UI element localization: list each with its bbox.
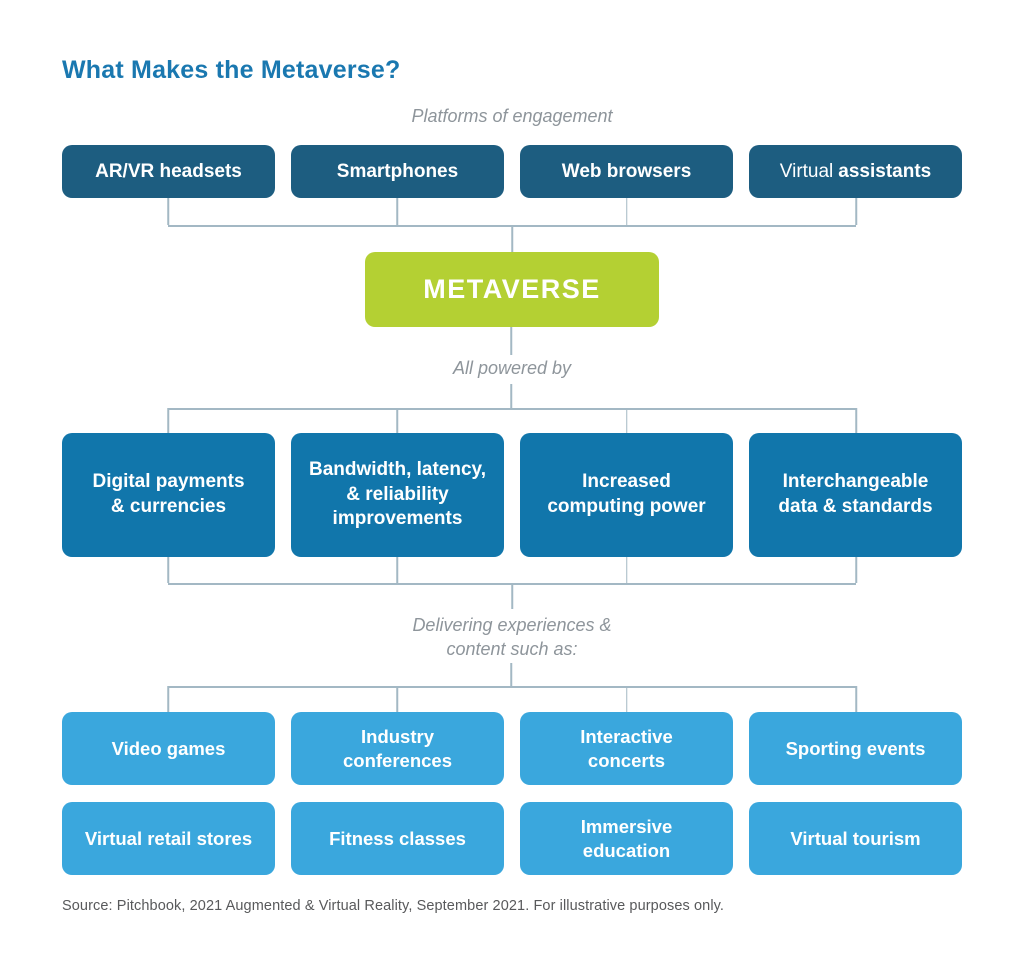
experiences-row-2: Virtual retail stores Fitness classes Im… bbox=[62, 802, 962, 875]
connector-line bbox=[167, 408, 169, 433]
platforms-of-engagement-label: Platforms of engagement bbox=[411, 106, 613, 126]
node-video-games: Video games bbox=[62, 712, 275, 785]
connector-line bbox=[855, 408, 857, 433]
connector-platforms-to-metaverse bbox=[167, 198, 857, 252]
connector-line bbox=[168, 686, 856, 688]
connector-line bbox=[625, 686, 628, 712]
connector-line bbox=[167, 557, 169, 583]
connector-line bbox=[855, 198, 857, 225]
connector-line bbox=[167, 198, 169, 225]
node-bandwidth-latency: Bandwidth, latency, & reliability improv… bbox=[291, 433, 504, 557]
platforms-row: AR/VR headsets Smartphones Web browsers … bbox=[62, 145, 962, 198]
node-digital-payments: Digital payments & currencies bbox=[62, 433, 275, 557]
node-sporting-events: Sporting events bbox=[749, 712, 962, 785]
connector-line bbox=[168, 408, 856, 410]
connector-line bbox=[396, 557, 399, 583]
node-fitness-classes: Fitness classes bbox=[291, 802, 504, 875]
connector-line bbox=[625, 408, 628, 433]
connector-line bbox=[855, 557, 857, 583]
all-powered-by-label: All powered by bbox=[452, 358, 572, 378]
node-industry-conferences: Industry conferences bbox=[291, 712, 504, 785]
connector-line bbox=[167, 686, 169, 712]
virtual-assistants-label-bold: assistants bbox=[838, 160, 932, 182]
node-smartphones: Smartphones bbox=[291, 145, 504, 198]
node-virtual-retail-stores: Virtual retail stores bbox=[62, 802, 275, 875]
node-virtual-assistants: Virtual assistants bbox=[749, 145, 962, 198]
node-metaverse: METAVERSE bbox=[365, 252, 659, 327]
node-computing-power: Increased computing power bbox=[520, 433, 733, 557]
connector-line bbox=[396, 198, 399, 225]
connector-line bbox=[511, 583, 513, 609]
connector-line bbox=[855, 686, 857, 712]
connector-to-experience-row bbox=[167, 686, 857, 712]
experiences-row-1: Video games Industry conferences Interac… bbox=[62, 712, 962, 785]
node-virtual-tourism: Virtual tourism bbox=[749, 802, 962, 875]
enablers-row: Digital payments & currencies Bandwidth,… bbox=[62, 433, 962, 557]
delivering-experiences-label: Delivering experiences & content such as… bbox=[412, 615, 612, 660]
connector-line bbox=[510, 384, 512, 408]
node-interactive-concerts: Interactive concerts bbox=[520, 712, 733, 785]
node-arvr-headsets: AR/VR headsets bbox=[62, 145, 275, 198]
node-web-browsers: Web browsers bbox=[520, 145, 733, 198]
connector-line bbox=[510, 327, 512, 355]
virtual-assistants-label-regular: Virtual bbox=[779, 160, 834, 182]
connector-line bbox=[396, 686, 399, 712]
node-immersive-education: Immersive education bbox=[520, 802, 733, 875]
connector-line bbox=[511, 225, 513, 252]
connector-metaverse-to-enablers bbox=[167, 408, 857, 433]
connector-line bbox=[625, 198, 628, 225]
connector-line bbox=[625, 557, 628, 583]
connector-line bbox=[396, 408, 399, 433]
node-interchangeable-data: Interchangeable data & standards bbox=[749, 433, 962, 557]
page-title: What Makes the Metaverse? bbox=[62, 56, 401, 84]
source-attribution: Source: Pitchbook, 2021 Augmented & Virt… bbox=[62, 898, 725, 914]
connector-line bbox=[510, 663, 512, 686]
connector-enablers-to-experiences bbox=[167, 557, 857, 609]
